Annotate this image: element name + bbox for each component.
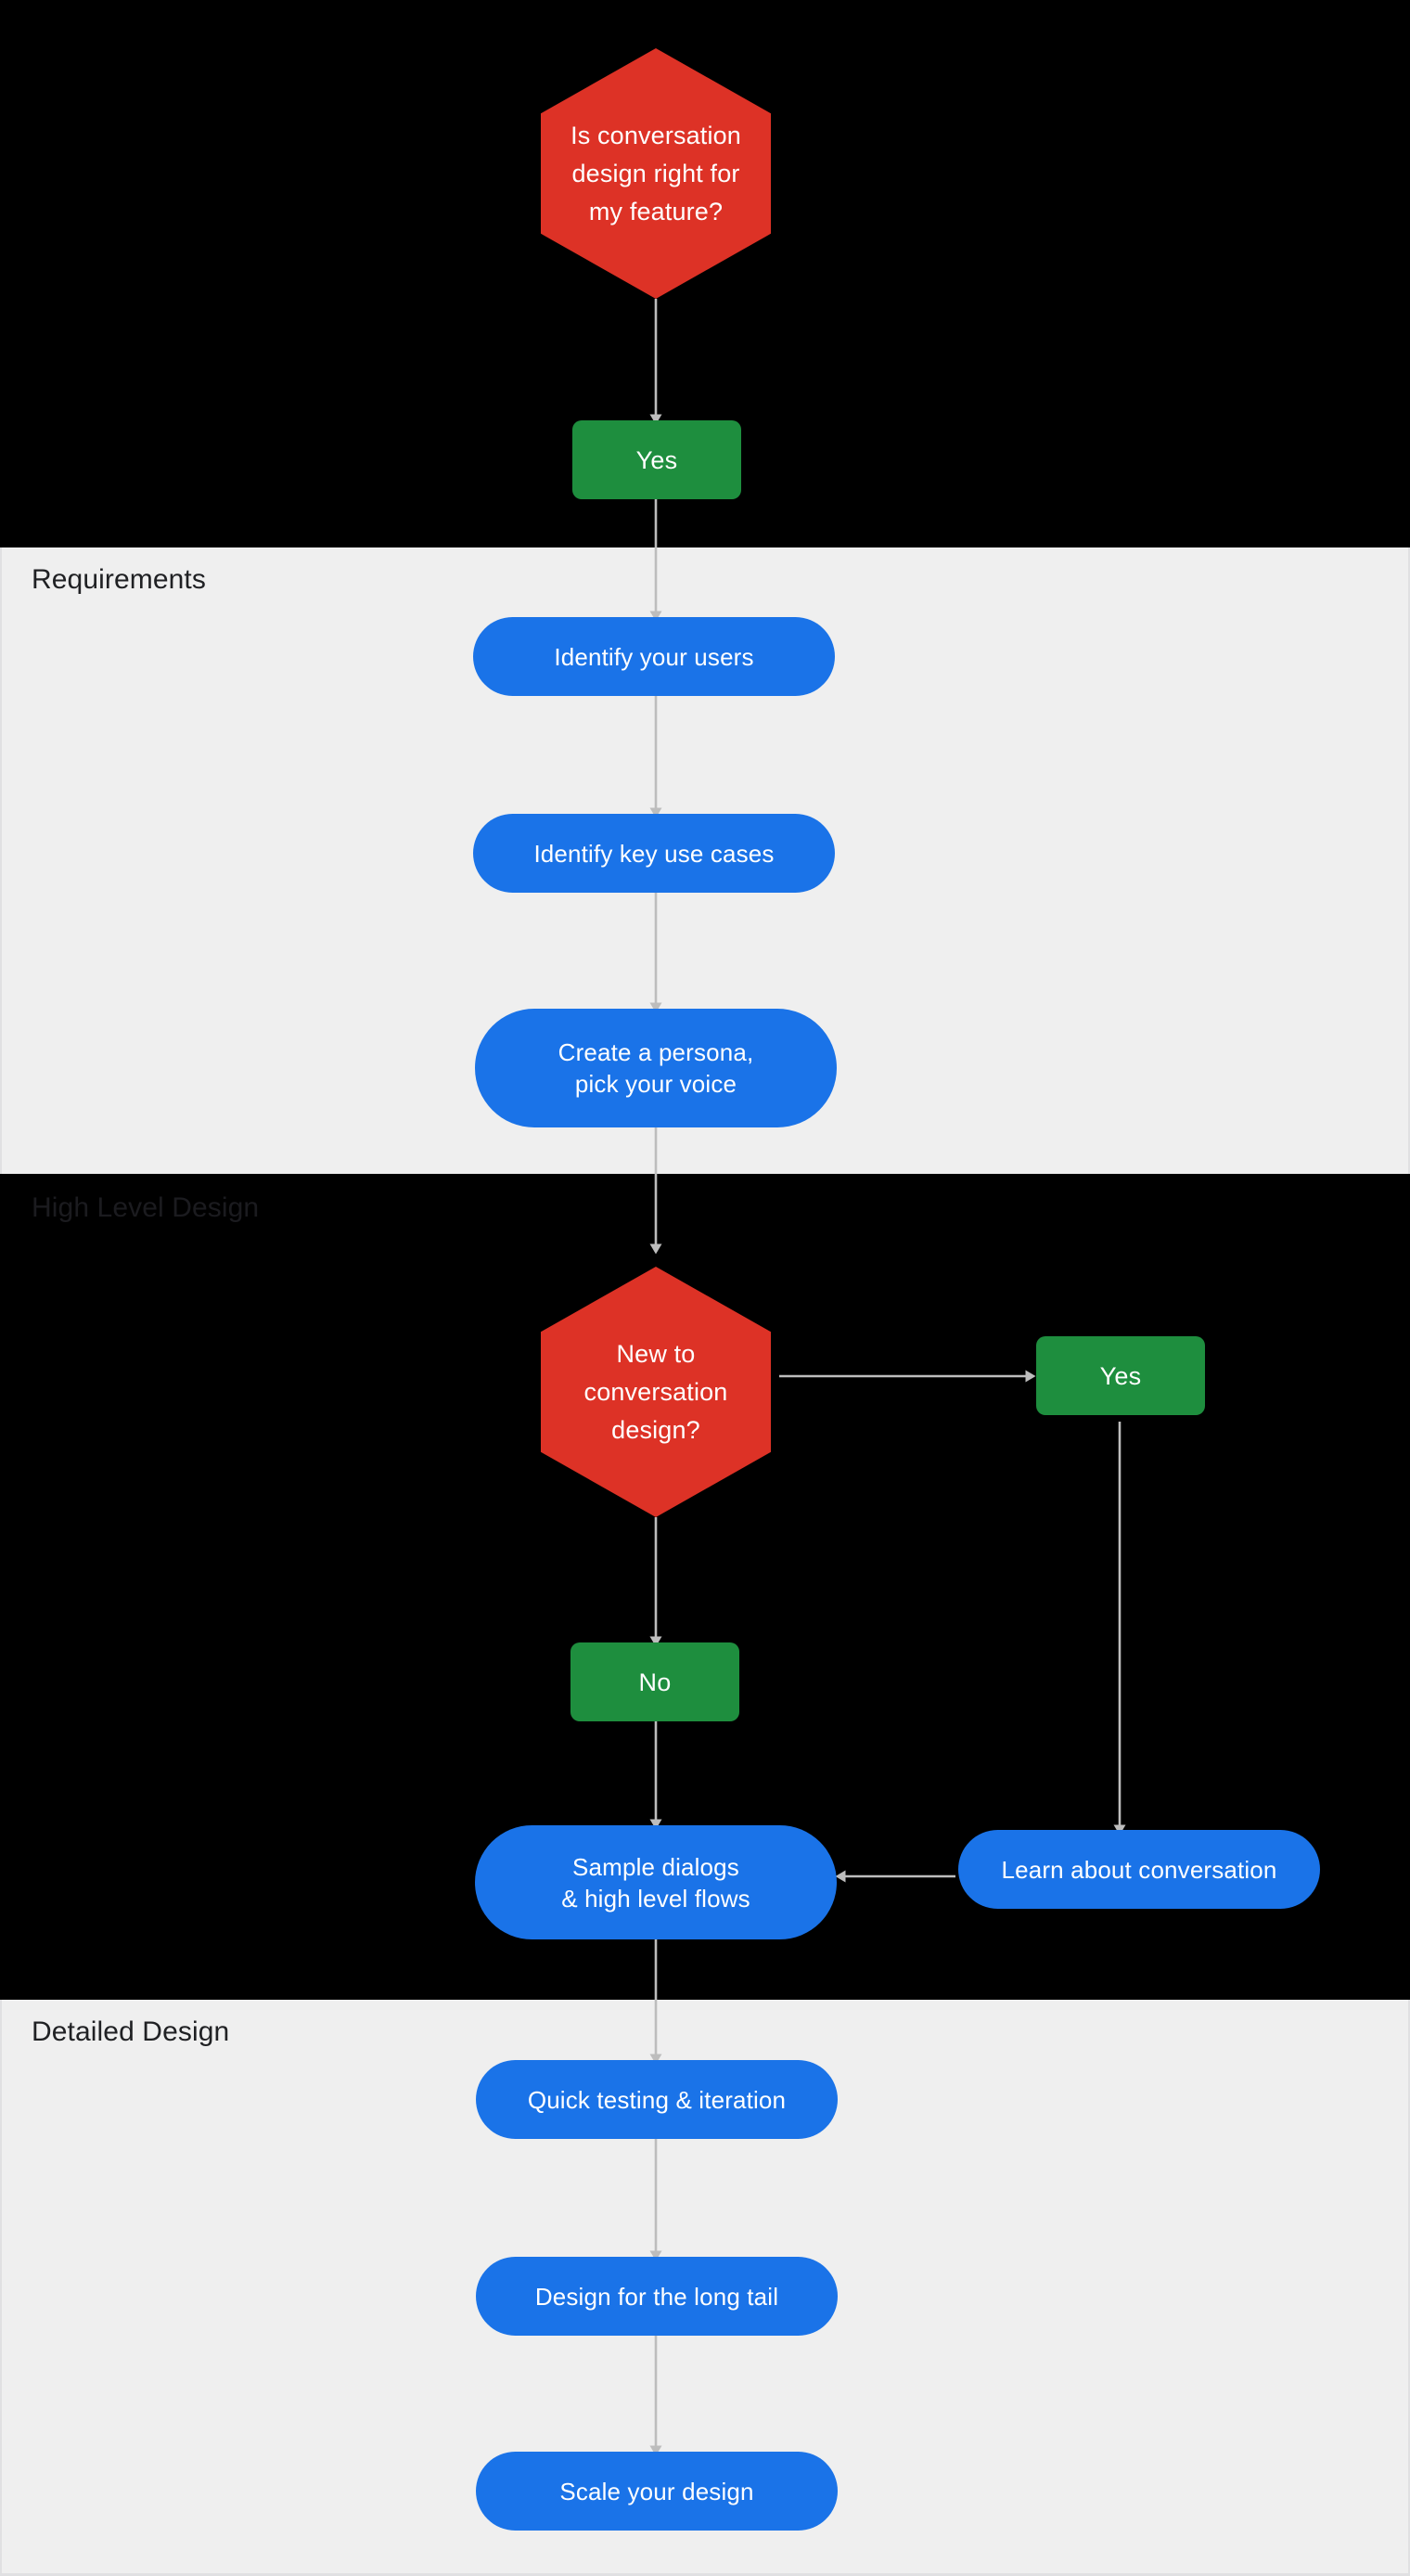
answer-no-branch[interactable]: No	[570, 1642, 739, 1721]
step-learn-about-conversation[interactable]: Learn about conversation	[958, 1830, 1320, 1909]
step-create-a-persona[interactable]: Create a persona, pick your voice	[475, 1009, 837, 1127]
section-label-high-level-design: High Level Design	[32, 1192, 260, 1223]
answer-yes-top[interactable]: Yes	[572, 420, 741, 499]
step-identify-key-use-cases[interactable]: Identify key use cases	[473, 814, 835, 893]
answer-yes-branch[interactable]: Yes	[1036, 1336, 1205, 1415]
step-identify-your-users[interactable]: Identify your users	[473, 617, 835, 696]
section-label-detailed-design: Detailed Design	[32, 2016, 230, 2047]
page-frame-bottom-edge	[0, 2573, 1410, 2576]
step-quick-testing-and-iteration[interactable]: Quick testing & iteration	[476, 2060, 838, 2139]
step-design-for-the-long-tail[interactable]: Design for the long tail	[476, 2257, 838, 2336]
step-scale-your-design[interactable]: Scale your design	[476, 2452, 838, 2531]
section-label-requirements: Requirements	[32, 564, 206, 595]
step-sample-dialogs-and-flows[interactable]: Sample dialogs & high level flows	[475, 1825, 837, 1939]
